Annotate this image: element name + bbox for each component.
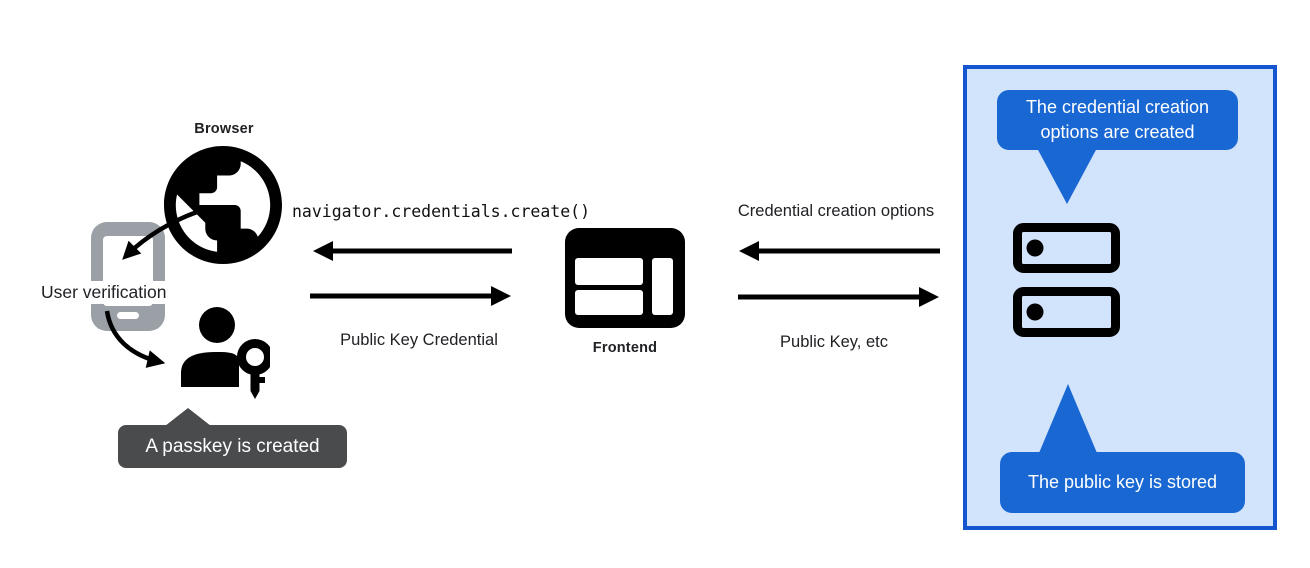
frontend-label: Frontend [592, 340, 658, 356]
user-verification-label: User verification [38, 281, 170, 304]
browser-label: Browser [194, 121, 254, 137]
globe-icon [164, 146, 282, 264]
public-key-stored-text: The public key is stored [1027, 472, 1218, 492]
callout-tail-up [165, 408, 211, 426]
create-call-label: navigator.credentials.create() [292, 202, 591, 221]
arrow-browser-to-phone [122, 209, 198, 260]
public-key-stored-callout: The public key is stored [1000, 384, 1245, 513]
callout-tail-up-blue [1039, 384, 1097, 453]
credential-creation-options-label: Credential creation options [737, 202, 935, 220]
callout-tail-down [1037, 148, 1097, 204]
public-key-etc-label: Public Key, etc [780, 333, 888, 351]
person-with-key-icon [178, 303, 273, 400]
public-key-credential-label: Public Key Credential [340, 331, 498, 349]
arrow-phone-to-user [104, 310, 166, 368]
options-created-text: The credential creation options are crea… [1025, 97, 1210, 142]
options-created-callout: The credential creation options are crea… [997, 90, 1238, 204]
passkey-callout-text: A passkey is created [145, 435, 320, 457]
browser-window-icon [565, 228, 685, 328]
server-stack-icon [1009, 219, 1125, 341]
passkey-callout: A passkey is created [118, 408, 347, 468]
